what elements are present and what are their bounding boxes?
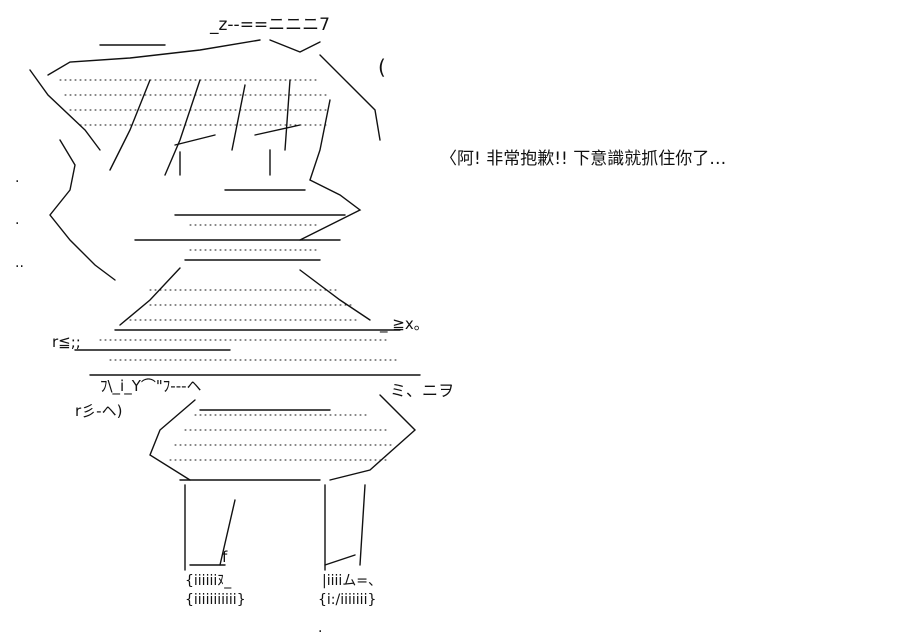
- arm-text-a: ﾌ\_i_Y⌒"ﾌ‐‐‐ヘ: [100, 377, 202, 395]
- hair-outline: [29, 39, 381, 281]
- dot-fill: [59, 79, 401, 461]
- right-hand-mark: ミ、ニヲ: [390, 381, 455, 400]
- legs: [184, 484, 366, 571]
- dialogue-text: 〈阿! 非常抱歉!! 下意識就抓住你了…: [440, 149, 727, 169]
- arm-text-b: r彡‐ヘ): [75, 402, 123, 420]
- ribbon-bands: [134, 214, 346, 261]
- shoe-left-bottom: {iiiiiiiiiii}: [185, 592, 246, 608]
- left-dot-a: .: [15, 170, 20, 186]
- bottom-dot: .: [318, 620, 323, 636]
- shoe-right-top: |iiiiム=、: [322, 573, 383, 589]
- ruffle-mark: _ ≧x。: [380, 315, 429, 333]
- hair-top-text: _z‐‐==ニニニ7: [210, 15, 330, 35]
- dress: [74, 267, 421, 481]
- shoe-right-bottom: {i:/iiiiiii}: [318, 592, 377, 608]
- left-dot-c: ..: [15, 255, 24, 271]
- shoe-left-top: {iiiiiiﾇ_: [185, 573, 232, 589]
- hair-curl-glyph: (: [378, 55, 386, 79]
- foot-f: f: [222, 548, 228, 566]
- face: [174, 124, 306, 191]
- cheek-mark: r≦;;: [52, 333, 81, 351]
- left-dot-b: .: [15, 212, 20, 228]
